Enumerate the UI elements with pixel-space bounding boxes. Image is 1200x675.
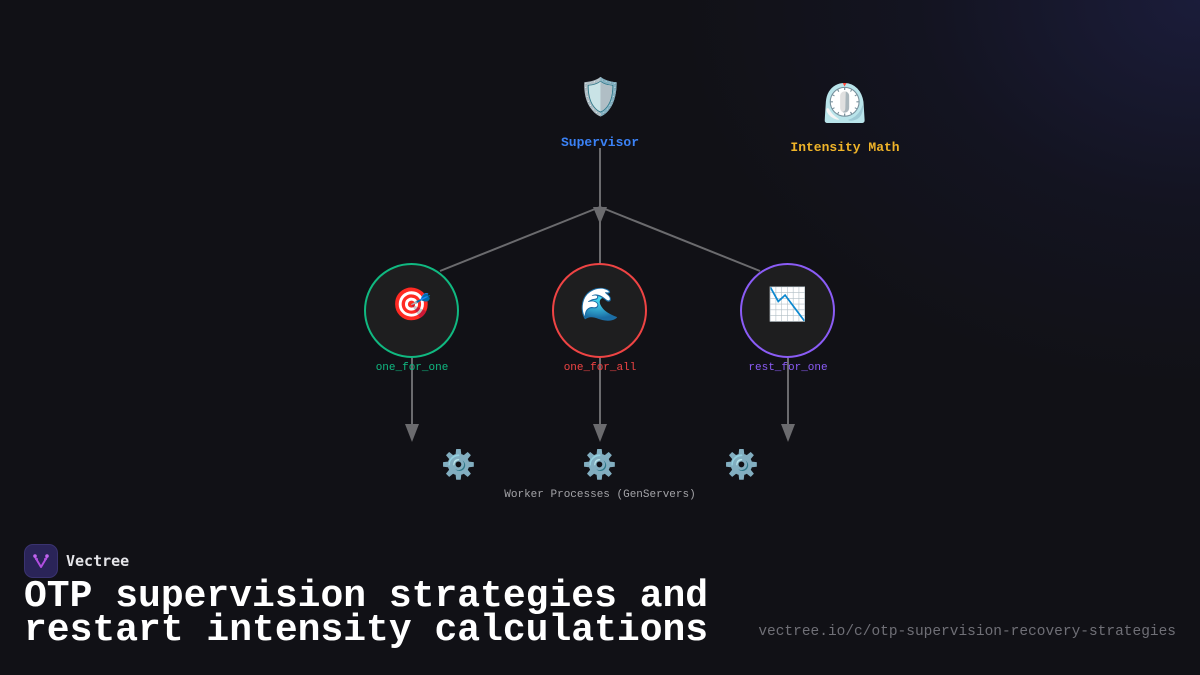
worker-arrowhead-center <box>593 424 607 442</box>
source-url[interactable]: vectree.io/c/otp-supervision-recovery-st… <box>758 624 1176 640</box>
strategy-node-one-for-all[interactable]: 🌊 <box>552 263 647 358</box>
title-line-1: OTP supervision strategies and <box>24 575 709 618</box>
timer-clock-icon: ⏲️ <box>821 81 869 125</box>
supervisor-label: Supervisor <box>560 135 640 150</box>
strategy-label-rest-for-one: rest_for_one <box>748 362 828 374</box>
vectree-logo-icon <box>24 544 58 578</box>
water-wave-icon: 🌊 <box>579 284 620 323</box>
page-title: OTP supervision strategies and restart i… <box>24 575 724 652</box>
branch-line-left <box>439 206 601 272</box>
brand[interactable]: Vectree <box>24 544 129 578</box>
title-line-2: restart intensity calculations <box>24 609 709 652</box>
strategy-node-rest-for-one[interactable]: 📉 <box>740 263 835 358</box>
gear-icon: ⚙️ <box>582 448 617 481</box>
chart-decreasing-icon: 📉 <box>767 284 808 323</box>
branch-line-right <box>599 206 761 272</box>
direct-hit-target-icon: 🎯 <box>391 284 432 323</box>
gear-icon: ⚙️ <box>441 448 476 481</box>
shield-icon: 🛡️ <box>578 77 623 118</box>
worker-processes-caption: Worker Processes (GenServers) <box>504 489 696 501</box>
strategy-label-one-for-one: one_for_one <box>375 362 449 374</box>
worker-arrowhead-left <box>405 424 419 442</box>
intensity-math-label: Intensity Math <box>790 140 900 155</box>
strategy-node-one-for-one[interactable]: 🎯 <box>364 263 459 358</box>
strategy-label-one-for-all: one_for_all <box>563 362 637 374</box>
brand-name: Vectree <box>66 552 130 570</box>
worker-arrowhead-right <box>781 424 795 442</box>
gear-icon: ⚙️ <box>724 448 759 481</box>
